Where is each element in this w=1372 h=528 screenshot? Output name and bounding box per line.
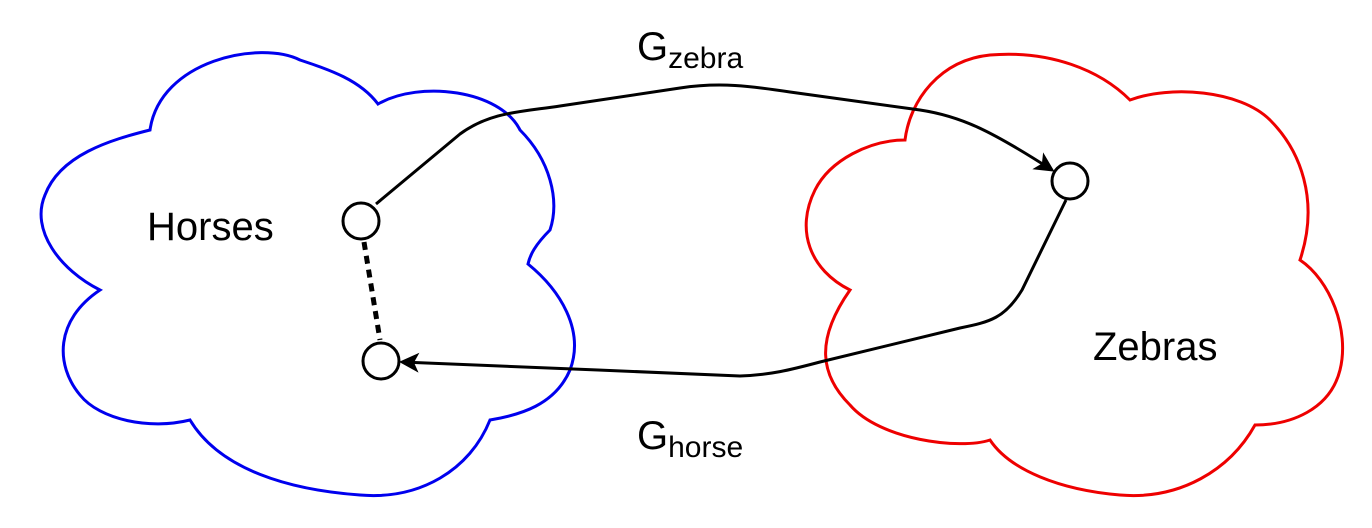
horse-node-top bbox=[341, 201, 381, 241]
g-zebra-letter: G bbox=[637, 25, 668, 69]
horse-node-bottom bbox=[361, 341, 401, 381]
g-zebra-arrow bbox=[375, 83, 1055, 206]
zebras-cloud bbox=[804, 52, 1345, 498]
g-zebra-label: Gzebra bbox=[637, 25, 743, 75]
g-horse-arrow bbox=[399, 199, 1068, 378]
g-horse-label: Ghorse bbox=[637, 414, 743, 464]
g-horse-letter: G bbox=[637, 414, 668, 458]
horses-cloud bbox=[39, 51, 576, 498]
zebras-label: Zebras bbox=[1093, 325, 1218, 369]
g-horse-subscript: horse bbox=[668, 431, 743, 464]
g-zebra-subscript: zebra bbox=[668, 42, 743, 75]
zebra-node bbox=[1050, 161, 1090, 201]
horse-pair-dotted-link bbox=[361, 241, 383, 341]
horses-label: Horses bbox=[147, 205, 274, 249]
